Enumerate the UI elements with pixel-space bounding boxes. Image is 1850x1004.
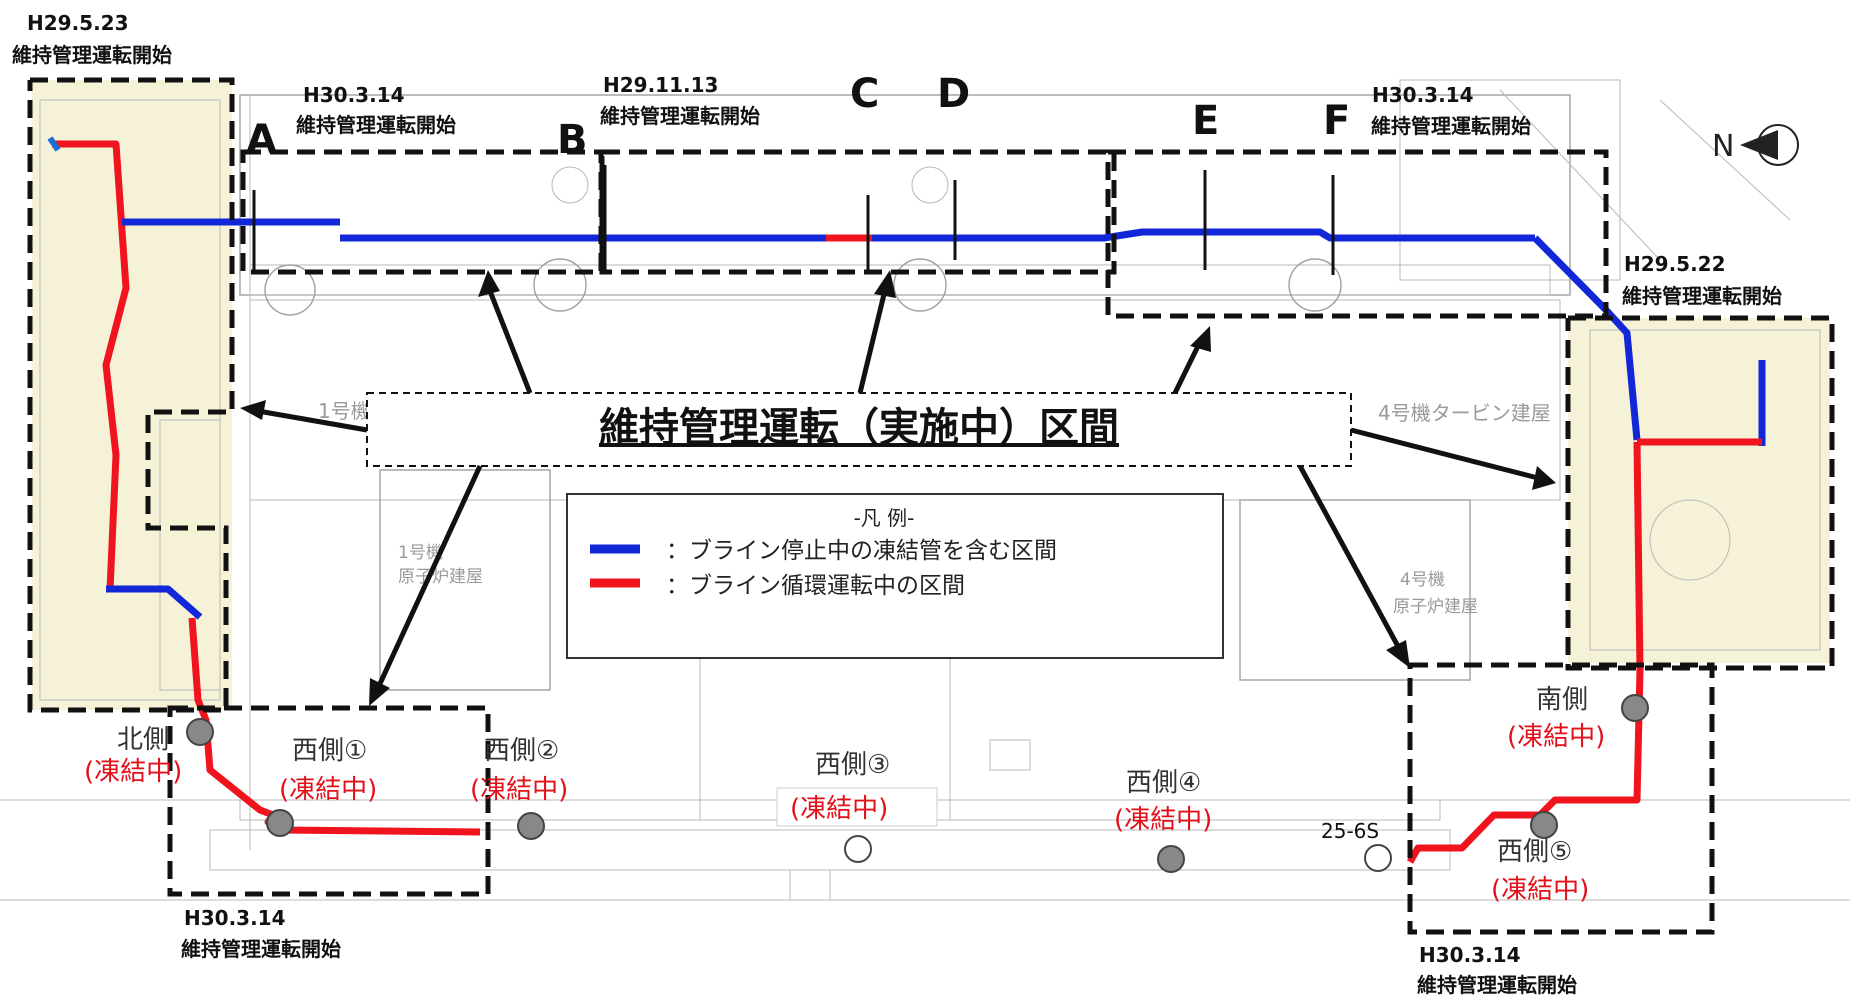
zone-south-date: H29.5.22 [1624, 252, 1726, 276]
zone-north-start: 維持管理運転開始 [12, 43, 172, 67]
zone-ab-start: 維持管理運転開始 [296, 113, 456, 137]
zone-bcd-start: 維持管理運転開始 [600, 104, 760, 128]
section-letter-e: E [1192, 98, 1219, 144]
zone-bcd-date: H29.11.13 [603, 73, 718, 97]
zone-north-date: H29.5.23 [27, 11, 129, 35]
legend-title: -凡 例- [854, 506, 915, 530]
section-letter-b: B [557, 117, 588, 163]
point-25-6s-name: 25-6S [1321, 819, 1379, 843]
unit1-turbine-label: 1号機 [318, 399, 371, 423]
point-west1-name: 西側① [292, 736, 367, 766]
legend-blue-label: ：ブライン停止中の凍結管を含む区間 [666, 538, 1057, 564]
point-south-status: (凍結中) [1507, 722, 1605, 752]
zone-boxes [27, 77, 1835, 935]
south-zone-fill [1568, 318, 1830, 663]
unit1-reactor-label-1: 1号機 [398, 543, 443, 563]
north-zone-fill [32, 80, 232, 710]
point-west4-name: 西側④ [1126, 768, 1201, 798]
zone-south-start: 維持管理運転開始 [1622, 284, 1782, 308]
point-west3-name: 西側③ [815, 750, 890, 780]
south-blue-line [1532, 235, 1641, 441]
point-west2-name: 西側② [484, 736, 559, 766]
zone-west-north-date: H30.3.14 [184, 906, 286, 930]
ab-zone-box [240, 149, 604, 275]
point-north-name: 北側 [117, 725, 169, 755]
section-ticks [252, 165, 1335, 275]
callout: 維持管理運転（実施中）区間 [366, 392, 1352, 467]
point-west3-status: (凍結中) [790, 794, 888, 824]
north-zone-box [27, 77, 235, 713]
point-west4-status: (凍結中) [1114, 805, 1212, 835]
point-west5-status: (凍結中) [1491, 875, 1589, 905]
legend-red-label: ：ブライン循環運転中の区間 [666, 573, 965, 599]
zone-ab-date: H30.3.14 [303, 83, 405, 107]
section-letter-a: A [246, 117, 277, 163]
point-markers [186, 694, 1649, 873]
point-west2-status: (凍結中) [470, 775, 568, 805]
north-start-marker [47, 136, 61, 152]
west-south-zone-box [1407, 662, 1715, 935]
svg-text:N: N [1712, 129, 1734, 164]
point-west1-status: (凍結中) [279, 775, 377, 805]
zone-ef-date: H30.3.14 [1372, 83, 1474, 107]
north-blue-bottom-line [106, 585, 203, 620]
zone-ef-start: 維持管理運転開始 [1371, 114, 1531, 138]
callout-text: 維持管理運転（実施中）区間 [599, 405, 1119, 451]
zone-west-south-date: H30.3.14 [1419, 943, 1521, 967]
bcd-zone-box [599, 149, 1117, 275]
west-north-zone-box [167, 705, 491, 897]
point-west5-name: 西側⑤ [1497, 837, 1572, 867]
zone-west-south-start: 維持管理運転開始 [1417, 973, 1577, 997]
callout-arrows [240, 270, 1556, 706]
point-south-name: 南側 [1536, 685, 1588, 715]
section-letter-f: F [1323, 98, 1350, 144]
unit1-reactor-label-2: 原子炉建屋 [398, 567, 483, 587]
ef-zone-box [1105, 149, 1609, 319]
c-f-blue-line [872, 228, 1535, 242]
unit4-reactor-label-2: 原子炉建屋 [1393, 597, 1478, 617]
section-letter-c: C [850, 71, 879, 117]
south-zone-box [1565, 315, 1835, 671]
north-arrow-icon: N [1712, 124, 1799, 166]
unit4-reactor-label-1: 4号機 [1400, 570, 1445, 590]
north-red-line [52, 140, 130, 591]
zone-west-north-start: 維持管理運転開始 [181, 937, 341, 961]
unit4-turbine-label: 4号機タービン建屋 [1378, 401, 1551, 425]
legend: -凡 例- ：ブライン停止中の凍結管を含む区間 ：ブライン循環運転中の区間 [566, 493, 1224, 659]
point-north-status: (凍結中) [84, 757, 182, 787]
section-letter-d: D [937, 71, 970, 117]
